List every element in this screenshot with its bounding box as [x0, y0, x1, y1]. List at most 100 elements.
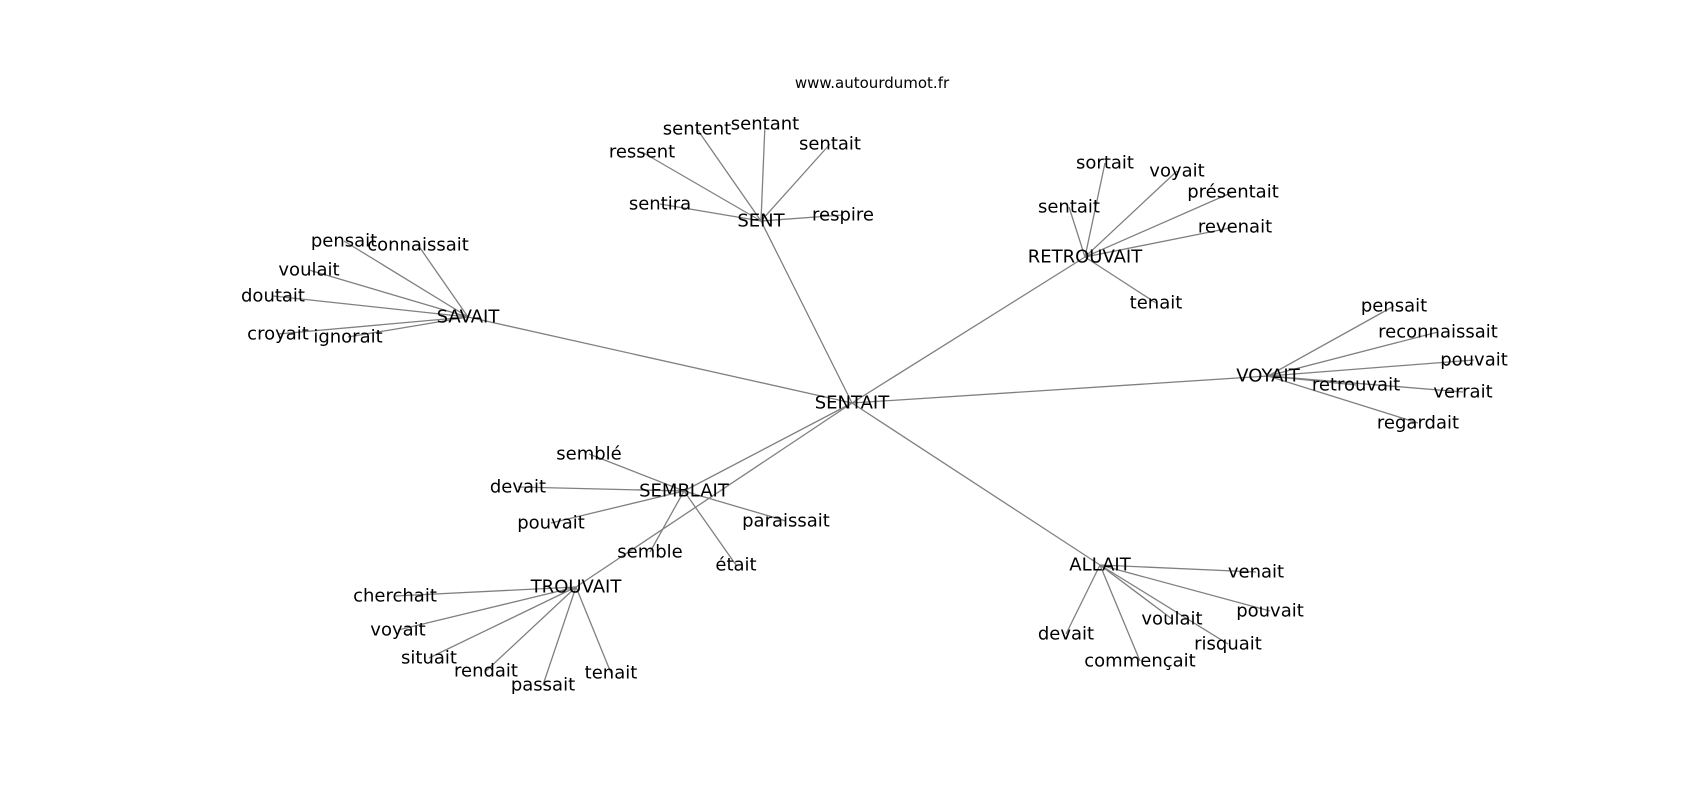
hub-node-retrouvait[interactable]: RETROUVAIT: [1028, 247, 1144, 268]
site-watermark: www.autourdumot.fr: [795, 74, 950, 92]
edge-sent-respire: [760, 214, 844, 222]
leaf-node-voyait-pensait[interactable]: pensait: [1361, 296, 1427, 317]
edge-semblait-paraissait: [683, 490, 787, 522]
leaf-node-trouvait-passait[interactable]: passait: [511, 675, 575, 696]
leaf-node-allait-devait[interactable]: devait: [1038, 624, 1094, 645]
edge-allait-risquait: [1099, 564, 1229, 645]
leaf-node-semblait-etait[interactable]: était: [715, 555, 756, 576]
leaf-node-trouvait-cherchait[interactable]: cherchait: [353, 586, 437, 607]
leaf-node-savait-pensait[interactable]: pensait: [311, 231, 377, 252]
edge-sentait-allait: [851, 402, 1101, 566]
leaf-node-voyait-pouvait[interactable]: pouvait: [1440, 350, 1508, 371]
leaf-node-sent-ressent[interactable]: ressent: [609, 142, 675, 163]
edge-allait-voulait: [1099, 564, 1173, 620]
edge-savait-croyait: [277, 316, 469, 335]
edge-sent-sentira: [659, 203, 762, 222]
hub-node-semblait[interactable]: SEMBLAIT: [639, 481, 730, 502]
leaf-node-savait-doutait[interactable]: doutait: [241, 286, 305, 307]
hub-node-savait[interactable]: SAVAIT: [437, 307, 501, 328]
edge-retrouvait-tenait: [1084, 256, 1157, 304]
leaf-node-sent-sentant[interactable]: sentant: [731, 114, 799, 135]
edge-voyait-pensait: [1267, 305, 1395, 377]
edge-voyait-pouvait: [1267, 359, 1475, 377]
edge-voyait-regardait: [1267, 375, 1419, 424]
leaf-node-allait-risquait[interactable]: risquait: [1194, 634, 1262, 655]
leaf-node-semblait-pouvait[interactable]: pouvait: [517, 513, 585, 534]
edge-savait-voulait: [308, 269, 469, 318]
edge-allait-pouvait: [1099, 564, 1271, 612]
edge-voyait-verrait: [1267, 375, 1464, 393]
edge-savait-connaissait: [417, 244, 469, 318]
edge-allait-venait: [1099, 564, 1257, 573]
edge-retrouvait-sentait: [1068, 206, 1086, 258]
leaf-node-savait-connaissait[interactable]: connaissait: [367, 235, 469, 256]
edge-semblait-etait: [683, 490, 737, 566]
leaf-node-retrouvait-sortait[interactable]: sortait: [1076, 153, 1134, 174]
edge-trouvait-passait: [542, 586, 577, 686]
edge-retrouvait-revenait: [1084, 226, 1236, 258]
leaf-node-sent-sentent[interactable]: sentent: [663, 119, 731, 140]
leaf-node-savait-croyait[interactable]: croyait: [247, 324, 309, 345]
edge-sentait-retrouvait: [851, 256, 1086, 404]
edge-sent-sentent: [696, 128, 762, 222]
leaf-node-trouvait-situait[interactable]: situait: [401, 648, 457, 669]
edge-sent-ressent: [641, 151, 762, 222]
edge-trouvait-situait: [428, 586, 577, 659]
hub-node-voyait[interactable]: VOYAIT: [1236, 366, 1300, 387]
edge-trouvait-rendait: [485, 586, 577, 672]
leaf-node-retrouvait-sentait[interactable]: sentait: [1038, 197, 1100, 218]
graph-edges: [272, 123, 1475, 686]
leaf-node-trouvait-voyait[interactable]: voyait: [370, 620, 425, 641]
leaf-node-sent-respire[interactable]: respire: [812, 205, 874, 226]
edge-savait-doutait: [272, 295, 469, 318]
leaf-node-semblait-semble[interactable]: semble: [617, 542, 683, 563]
leaf-node-savait-voulait[interactable]: voulait: [278, 260, 339, 281]
edge-retrouvait-voyait: [1084, 170, 1178, 258]
edge-sent-sentant: [760, 123, 766, 222]
edge-retrouvait-presentait: [1084, 191, 1234, 258]
leaf-node-retrouvait-presentait[interactable]: présentait: [1187, 182, 1279, 203]
edge-sentait-sent: [760, 220, 853, 404]
leaf-node-voyait-reconnaissait[interactable]: reconnaissait: [1378, 322, 1498, 343]
edge-retrouvait-sortait: [1084, 162, 1106, 258]
leaf-node-trouvait-rendait[interactable]: rendait: [454, 661, 518, 682]
leaf-node-semblait-semble[interactable]: semblé: [556, 444, 622, 465]
leaf-node-semblait-paraissait[interactable]: paraissait: [742, 511, 830, 532]
leaf-node-semblait-devait[interactable]: devait: [490, 477, 546, 498]
leaf-node-sent-sentait[interactable]: sentait: [799, 134, 861, 155]
leaf-node-voyait-regardait[interactable]: regardait: [1377, 413, 1459, 434]
leaf-node-sent-sentira[interactable]: sentira: [629, 194, 691, 215]
leaf-node-voyait-verrait[interactable]: verrait: [1433, 382, 1492, 403]
edge-semblait-semble: [649, 490, 685, 553]
edge-savait-ignorait: [347, 316, 469, 338]
edge-allait-commencait: [1099, 564, 1141, 662]
leaf-node-trouvait-tenait[interactable]: tenait: [585, 663, 638, 684]
edge-trouvait-voyait: [397, 586, 577, 631]
edge-semblait-devait: [517, 486, 685, 492]
edge-sentait-savait: [467, 316, 853, 404]
edge-sentait-semblait: [683, 402, 853, 492]
leaf-node-retrouvait-revenait[interactable]: revenait: [1198, 217, 1272, 238]
hub-node-allait[interactable]: ALLAIT: [1069, 555, 1131, 576]
edge-sentait-trouvait: [575, 402, 853, 588]
edge-trouvait-cherchait: [394, 586, 577, 597]
leaf-node-voyait-retrouvait[interactable]: retrouvait: [1312, 375, 1400, 396]
leaf-node-retrouvait-tenait[interactable]: tenait: [1130, 293, 1183, 314]
edge-sent-sentait: [760, 143, 831, 222]
leaf-node-retrouvait-voyait[interactable]: voyait: [1149, 161, 1204, 182]
leaf-node-allait-venait[interactable]: venait: [1228, 562, 1284, 583]
edge-allait-devait: [1065, 564, 1101, 635]
hub-node-sent[interactable]: SENT: [737, 211, 785, 232]
center-node-sentait[interactable]: SENTAIT: [815, 393, 890, 414]
leaf-node-allait-pouvait[interactable]: pouvait: [1236, 601, 1304, 622]
edge-semblait-semble: [588, 453, 685, 492]
edge-trouvait-tenait: [575, 586, 612, 674]
hub-node-trouvait[interactable]: TROUVAIT: [530, 577, 623, 598]
leaf-node-allait-voulait[interactable]: voulait: [1141, 609, 1202, 630]
edge-voyait-reconnaissait: [1267, 331, 1439, 377]
edge-savait-pensait: [343, 240, 469, 318]
leaf-node-savait-ignorait[interactable]: ignorait: [313, 327, 382, 348]
edge-semblait-pouvait: [550, 490, 685, 524]
leaf-node-allait-commencait[interactable]: commençait: [1084, 651, 1195, 672]
